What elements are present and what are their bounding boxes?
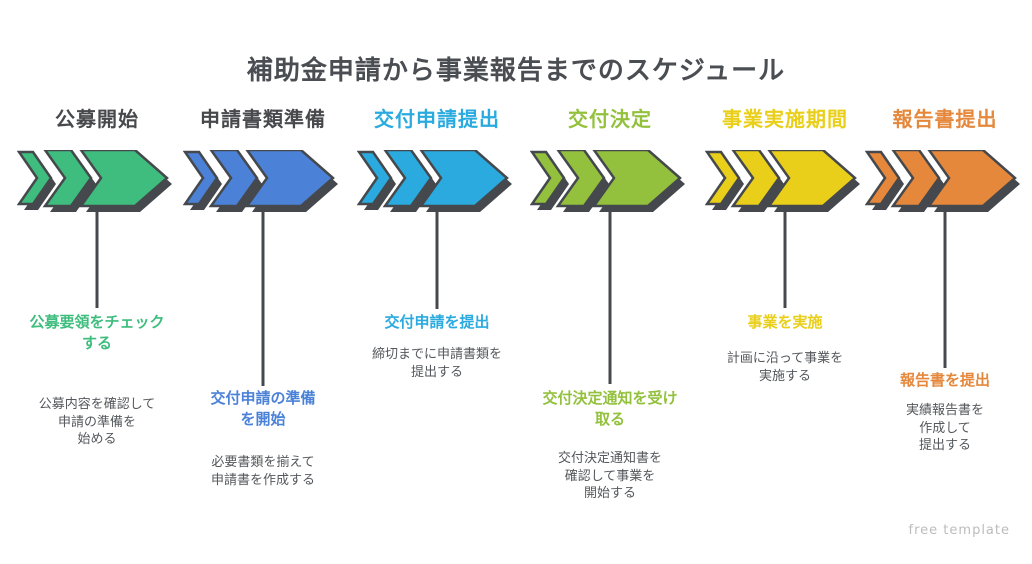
stage-highlight-text: 報告書を提出 (899, 371, 990, 389)
stage-header: 交付決定 (568, 107, 652, 131)
connector-line (261, 207, 265, 386)
watermark-text: free template (908, 523, 1010, 538)
stage-highlight-text: 交付申請の準備 を開始 (210, 389, 316, 428)
stage-highlight-text: 交付決定通知を受け 取る (542, 389, 678, 428)
stage-description: 締切までに申請書類を 提出する (371, 347, 502, 380)
chevron-arrows-icon (705, 150, 860, 212)
stage-highlight-text: 交付申請を提出 (384, 313, 490, 331)
stage-column-2: 申請書類準備 交付申請の準備 を開始 必要書類を揃えて 申請書を作成する (178, 104, 348, 544)
stage-description: 計画に沿って事業を 実施する (726, 351, 844, 384)
connector-line (943, 207, 947, 368)
page-title: 補助金申請から事業報告までのスケジュール (246, 56, 786, 86)
chevron-arrows-icon (530, 150, 685, 212)
stage-description: 実績報告書を 作成して 提出する (905, 403, 984, 454)
chevron-arrows-icon (357, 150, 512, 212)
stage-header: 交付申請提出 (374, 107, 500, 131)
stage-header: 申請書類準備 (200, 107, 326, 131)
chevron-arrows-icon (183, 150, 338, 212)
stage-column-1: 公募開始 公募要領をチェック する 公募内容を確認して 申請の準備を 始める (12, 104, 182, 544)
stage-column-3: 交付申請提出 交付申請を提出 締切までに申請書類を 提出する (352, 104, 522, 544)
stage-description: 必要書類を揃えて 申請書を作成する (210, 455, 315, 488)
chevron-arrows-icon (17, 150, 172, 212)
chevron-arrows-icon (865, 150, 1020, 212)
connector-line (95, 207, 99, 308)
stage-header: 事業実施期間 (722, 107, 848, 131)
stage-header: 公募開始 (55, 107, 139, 131)
stage-description: 交付決定通知書を 確認して事業を 開始する (557, 451, 662, 502)
stage-highlight-text: 事業を実施 (747, 313, 823, 331)
stage-column-5: 事業実施期間 事業を実施 計画に沿って事業を 実施する (700, 104, 870, 544)
stage-column-4: 交付決定 交付決定通知を受け 取る 交付決定通知書を 確認して事業を 開始する (525, 104, 695, 544)
stage-column-6: 報告書提出 報告書を提出 実績報告書を 作成して 提出する (860, 104, 1030, 544)
stage-description: 公募内容を確認して 申請の準備を 始める (38, 397, 156, 448)
connector-line (608, 207, 612, 384)
stage-highlight-text: 公募要領をチェック する (29, 313, 165, 352)
stage-header: 報告書提出 (892, 107, 998, 131)
connector-line (435, 207, 439, 309)
connector-line (783, 207, 787, 308)
